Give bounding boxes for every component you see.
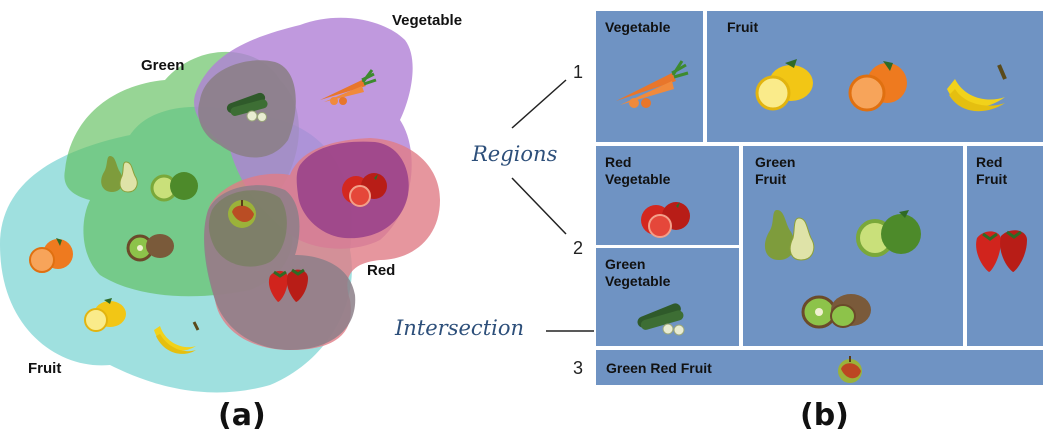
tomato-icon	[342, 173, 387, 207]
cell-title: Red Vegetable	[605, 154, 671, 187]
lime-icon	[150, 172, 198, 202]
cell-title: Fruit	[727, 19, 759, 35]
row-number-3: 3	[573, 358, 584, 378]
carrot-icon	[320, 69, 377, 105]
tomato-icon	[641, 202, 690, 238]
cell-title: Red Fruit	[976, 154, 1008, 187]
banana-icon	[947, 64, 1007, 112]
row-number-1: 1	[573, 62, 584, 82]
pear-icon	[764, 210, 815, 261]
cell-title: Green Vegetable	[605, 256, 671, 289]
fruit-set-label: Fruit	[28, 360, 62, 377]
regions-line-2	[511, 177, 567, 235]
carrot-icon	[616, 60, 689, 108]
orange-icon	[29, 238, 73, 273]
cell-red-vegetable: Red Vegetable	[596, 146, 739, 245]
lemon-icon	[84, 298, 126, 332]
cell-title: Green Red Fruit	[606, 360, 712, 376]
cell-green-fruit: Green Fruit	[743, 146, 963, 346]
intersection-annotation: Intersection	[395, 316, 525, 340]
vegetable-set-label: Vegetable	[392, 12, 463, 29]
lemon-icon	[755, 59, 813, 111]
panel-b-caption: (b)	[800, 398, 849, 433]
strawberry-icon	[268, 268, 308, 302]
treemap: Vegetable Fruit Red Vegetable	[594, 9, 1045, 387]
cell-vegetable: Vegetable	[596, 11, 703, 142]
lime-icon	[856, 210, 921, 257]
regions-line-1	[511, 79, 567, 129]
apple-icon	[228, 200, 256, 228]
pear-icon	[101, 156, 138, 193]
row-number-2: 2	[573, 238, 584, 258]
strawberry-icon	[976, 230, 1027, 272]
zucchini-icon	[637, 303, 685, 336]
cell-title: Green Fruit	[755, 154, 796, 187]
zucchini-icon	[226, 92, 268, 122]
banana-icon	[154, 321, 200, 354]
apple-icon	[838, 356, 862, 383]
cell-green-vegetable: Green Vegetable	[596, 248, 739, 346]
green-red-fruit-region	[208, 190, 287, 267]
green-set-label: Green	[141, 57, 185, 74]
red-set-label: Red	[367, 262, 396, 279]
kiwi-icon	[801, 294, 871, 329]
orange-icon	[848, 61, 907, 112]
kiwi-icon	[126, 234, 174, 262]
regions-annotation: Regions	[472, 142, 558, 166]
cell-green-red-fruit: Green Red Fruit	[596, 350, 1043, 385]
cell-title: Vegetable	[605, 19, 671, 35]
cell-fruit: Fruit	[707, 11, 1043, 142]
panel-a-caption: (a)	[218, 398, 266, 433]
cell-red-fruit: Red Fruit	[967, 146, 1043, 346]
